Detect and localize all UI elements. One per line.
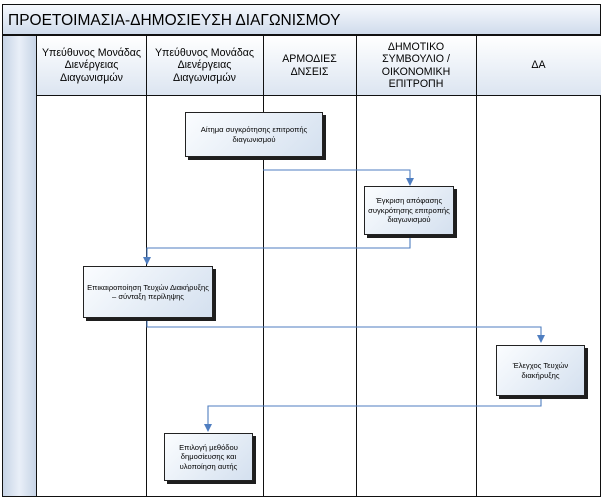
connector-update-to-check bbox=[146, 318, 545, 343]
lane-header-unit-manager-1: Υπεύθυνος Μονάδας Διενέργειας Διαγωνισμώ… bbox=[37, 36, 146, 96]
step-select-publication: Επιλογή μεθόδου δημοσίευσης και υλοποίησ… bbox=[164, 433, 253, 481]
lane-divider bbox=[263, 36, 264, 496]
connector-request-to-approval bbox=[263, 169, 414, 186]
lane-divider bbox=[476, 36, 477, 496]
step-update-documents: Επικαιροποίηση Τευχών Διακήρυξης – σύντα… bbox=[83, 266, 213, 318]
step-approve-committee: Έγκριση απόφασης συγκρότησης επιτροπής δ… bbox=[364, 186, 454, 235]
lane-divider bbox=[356, 36, 357, 496]
lane-header-departments: ΑΡΜΟΔΙΕΣ ΔΝΣΕΙΣ bbox=[263, 36, 356, 96]
lane-header-unit-manager-2: Υπεύθυνος Μονάδας Διενέργειας Διαγωνισμώ… bbox=[146, 36, 263, 96]
step-check-documents: Έλεγχος Τευχών διακήρυξης bbox=[496, 345, 585, 396]
diagram-title: ΠΡΟΕΤΟΙΜΑΣΙΑ-ΔΗΜΟΣΙΕΥΣΗ ΔΙΑΓΩΝΙΣΜΟΥ bbox=[2, 4, 601, 35]
diagram-frame bbox=[2, 35, 601, 497]
connector-check-to-publish bbox=[204, 396, 542, 432]
left-strip bbox=[3, 36, 37, 496]
connector-approval-to-update bbox=[143, 235, 411, 265]
step-request-committee: Αίτημα συγκρότησης επιτροπής διαγωνισμού bbox=[185, 112, 323, 157]
lane-header-da: ΔΑ bbox=[476, 36, 601, 96]
lane-divider bbox=[36, 36, 37, 496]
lane-header-council: ΔΗΜΟΤΙΚΟ ΣΥΜΒΟΥΛΙΟ / ΟΙΚΟΝΟΜΙΚΗ ΕΠΙΤΡΟΠΗ bbox=[356, 36, 476, 96]
